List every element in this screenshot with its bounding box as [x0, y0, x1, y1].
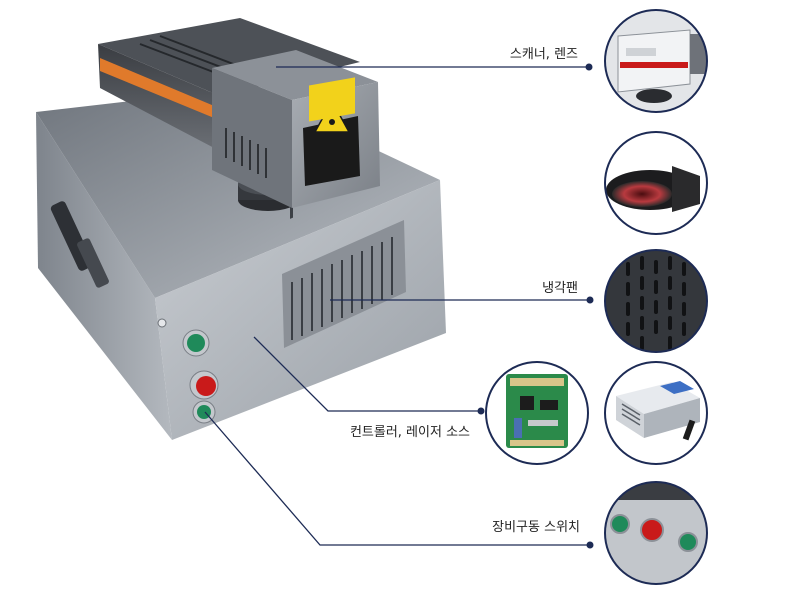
- detail-scanner: [604, 9, 708, 113]
- label-scanner-lens: 스캐너, 렌즈: [510, 47, 578, 62]
- vent-grille: [282, 159, 406, 348]
- scanner-head: [212, 50, 380, 208]
- label-controller-laser: 컨트롤러, 레이저 소스: [350, 425, 470, 440]
- callout-lines: [204, 66, 590, 546]
- detail-laser-source: [604, 361, 708, 465]
- detail-lens: [604, 131, 708, 235]
- detail-controller-board: [485, 361, 589, 465]
- leader-switch: [204, 411, 590, 546]
- leader-controller: [253, 336, 480, 412]
- carry-handle: [50, 201, 109, 288]
- front-screw: [157, 318, 167, 328]
- orange-stripe: [100, 58, 219, 120]
- laser-warning-icon: [303, 77, 360, 186]
- label-cooling-fan: 냉각팬: [542, 281, 578, 296]
- callout-dots: [477, 63, 594, 549]
- detail-fan-vent: [604, 249, 708, 353]
- detail-switch-panel: [604, 481, 708, 585]
- laser-marking-machine: [36, 18, 446, 440]
- label-drive-switch: 장비구동 스위치: [492, 520, 580, 535]
- control-buttons: [182, 329, 219, 424]
